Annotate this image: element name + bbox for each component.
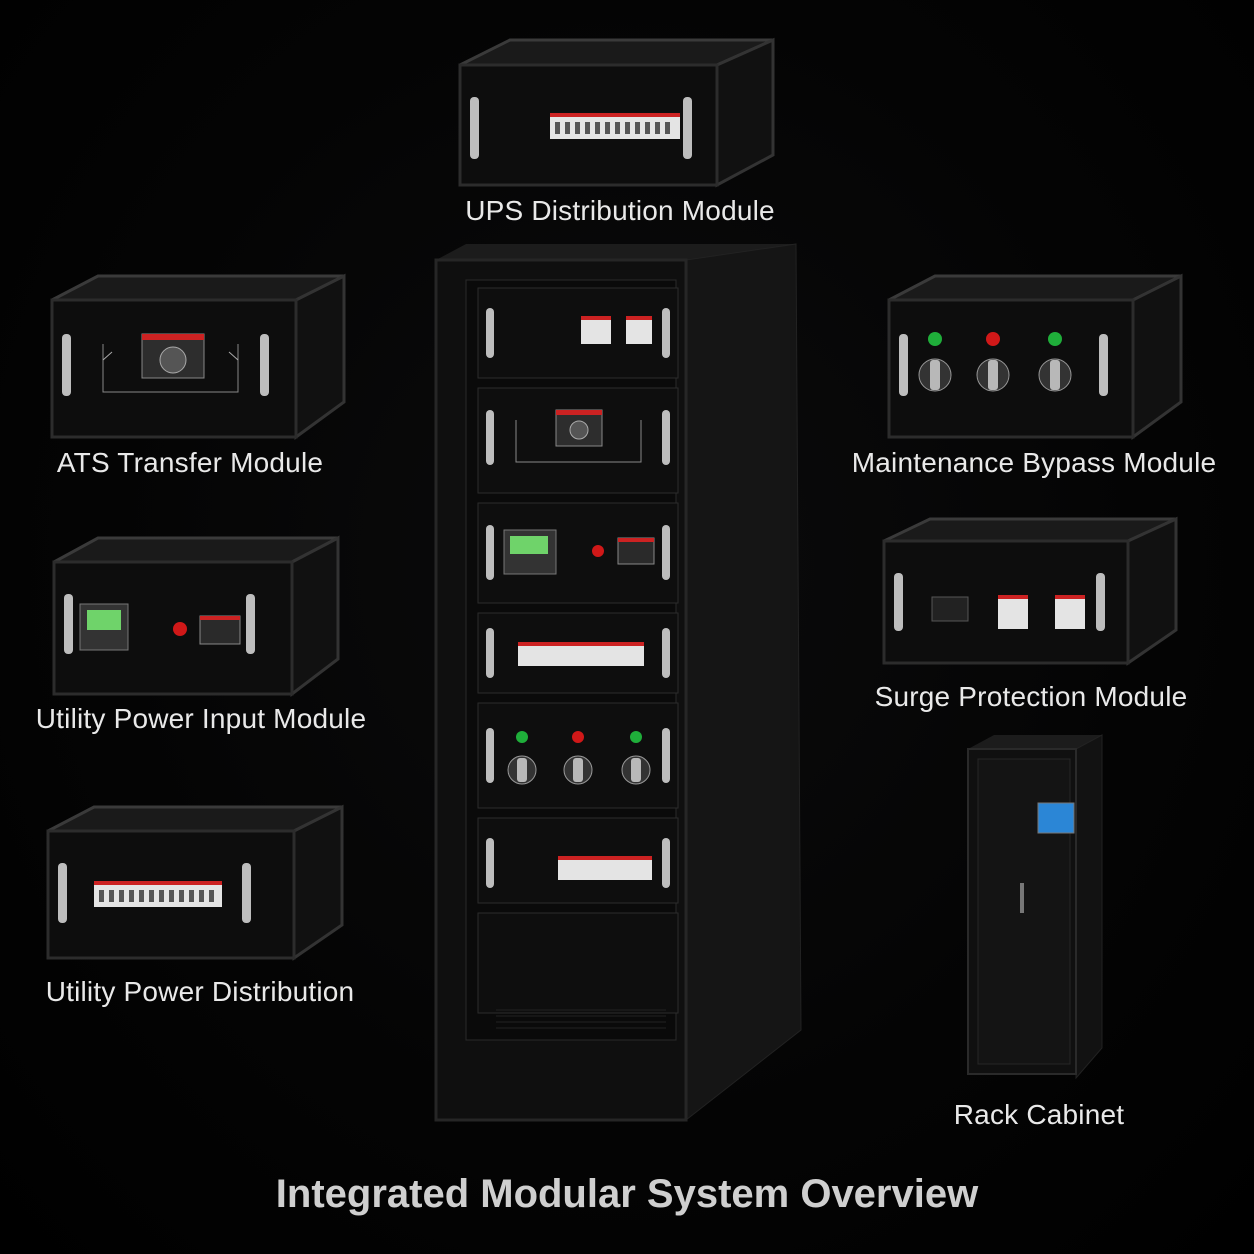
rack-cabinet-image — [967, 734, 1103, 1080]
handle-icon — [662, 308, 670, 358]
indicator-lamp-icon — [592, 545, 604, 557]
handle-icon — [662, 728, 670, 783]
central-rack-image — [434, 243, 802, 1122]
handle-icon — [662, 525, 670, 580]
right-handle-icon — [242, 863, 251, 923]
handle-icon — [486, 525, 494, 580]
utility-power-distribution-image — [46, 804, 344, 961]
handle-icon — [486, 628, 494, 678]
left-handle-icon — [470, 97, 479, 159]
rotary-switch-icon — [159, 346, 187, 374]
handle-icon — [486, 308, 494, 358]
left-handle-icon — [58, 863, 67, 923]
handle-icon — [662, 838, 670, 888]
right-handle-icon — [683, 97, 692, 159]
utility-power-input-module-image — [52, 535, 340, 698]
handle-icon — [486, 728, 494, 783]
left-handle-icon — [899, 334, 908, 396]
maintenance-bypass-module-image — [887, 273, 1183, 440]
indicator-lamp-icon — [516, 731, 528, 743]
ats-transfer-module-image — [50, 273, 346, 440]
breaker-row-icon — [94, 881, 222, 907]
label-surge-protection: Surge Protection Module — [874, 681, 1188, 712]
lcd-meter-icon — [79, 603, 129, 651]
right-handle-icon — [1099, 334, 1108, 396]
label-ats-transfer: ATS Transfer Module — [56, 447, 324, 478]
handle-icon — [486, 838, 494, 888]
label-rack-cabinet: Rack Cabinet — [953, 1099, 1125, 1130]
indicator-lamp-icon — [1048, 332, 1062, 346]
surge-protection-module-image — [882, 516, 1178, 666]
indicator-lamp-icon — [630, 731, 642, 743]
right-handle-icon — [260, 334, 269, 396]
handle-icon — [662, 628, 670, 678]
ups-distribution-module-image — [458, 37, 775, 188]
indicator-lamp-icon — [173, 622, 187, 636]
page-title: Integrated Modular System Overview — [275, 1172, 979, 1216]
label-ups-distribution: UPS Distribution Module — [465, 195, 775, 226]
indicator-lamp-icon — [572, 731, 584, 743]
label-utility-power-input: Utility Power Input Module — [35, 703, 367, 734]
label-maintenance-bypass: Maintenance Bypass Module — [851, 447, 1217, 478]
left-handle-icon — [894, 573, 903, 631]
handle-icon — [486, 410, 494, 465]
breaker-row-icon — [550, 113, 680, 139]
right-handle-icon — [1096, 573, 1105, 631]
left-handle-icon — [62, 334, 71, 396]
left-handle-icon — [64, 594, 73, 654]
indicator-lamp-icon — [928, 332, 942, 346]
right-handle-icon — [246, 594, 255, 654]
handle-icon — [662, 410, 670, 465]
touchscreen-icon — [1037, 802, 1075, 834]
rotary-switch-icon — [569, 420, 589, 440]
indicator-lamp-icon — [986, 332, 1000, 346]
label-utility-power-distribution: Utility Power Distribution — [45, 976, 355, 1007]
